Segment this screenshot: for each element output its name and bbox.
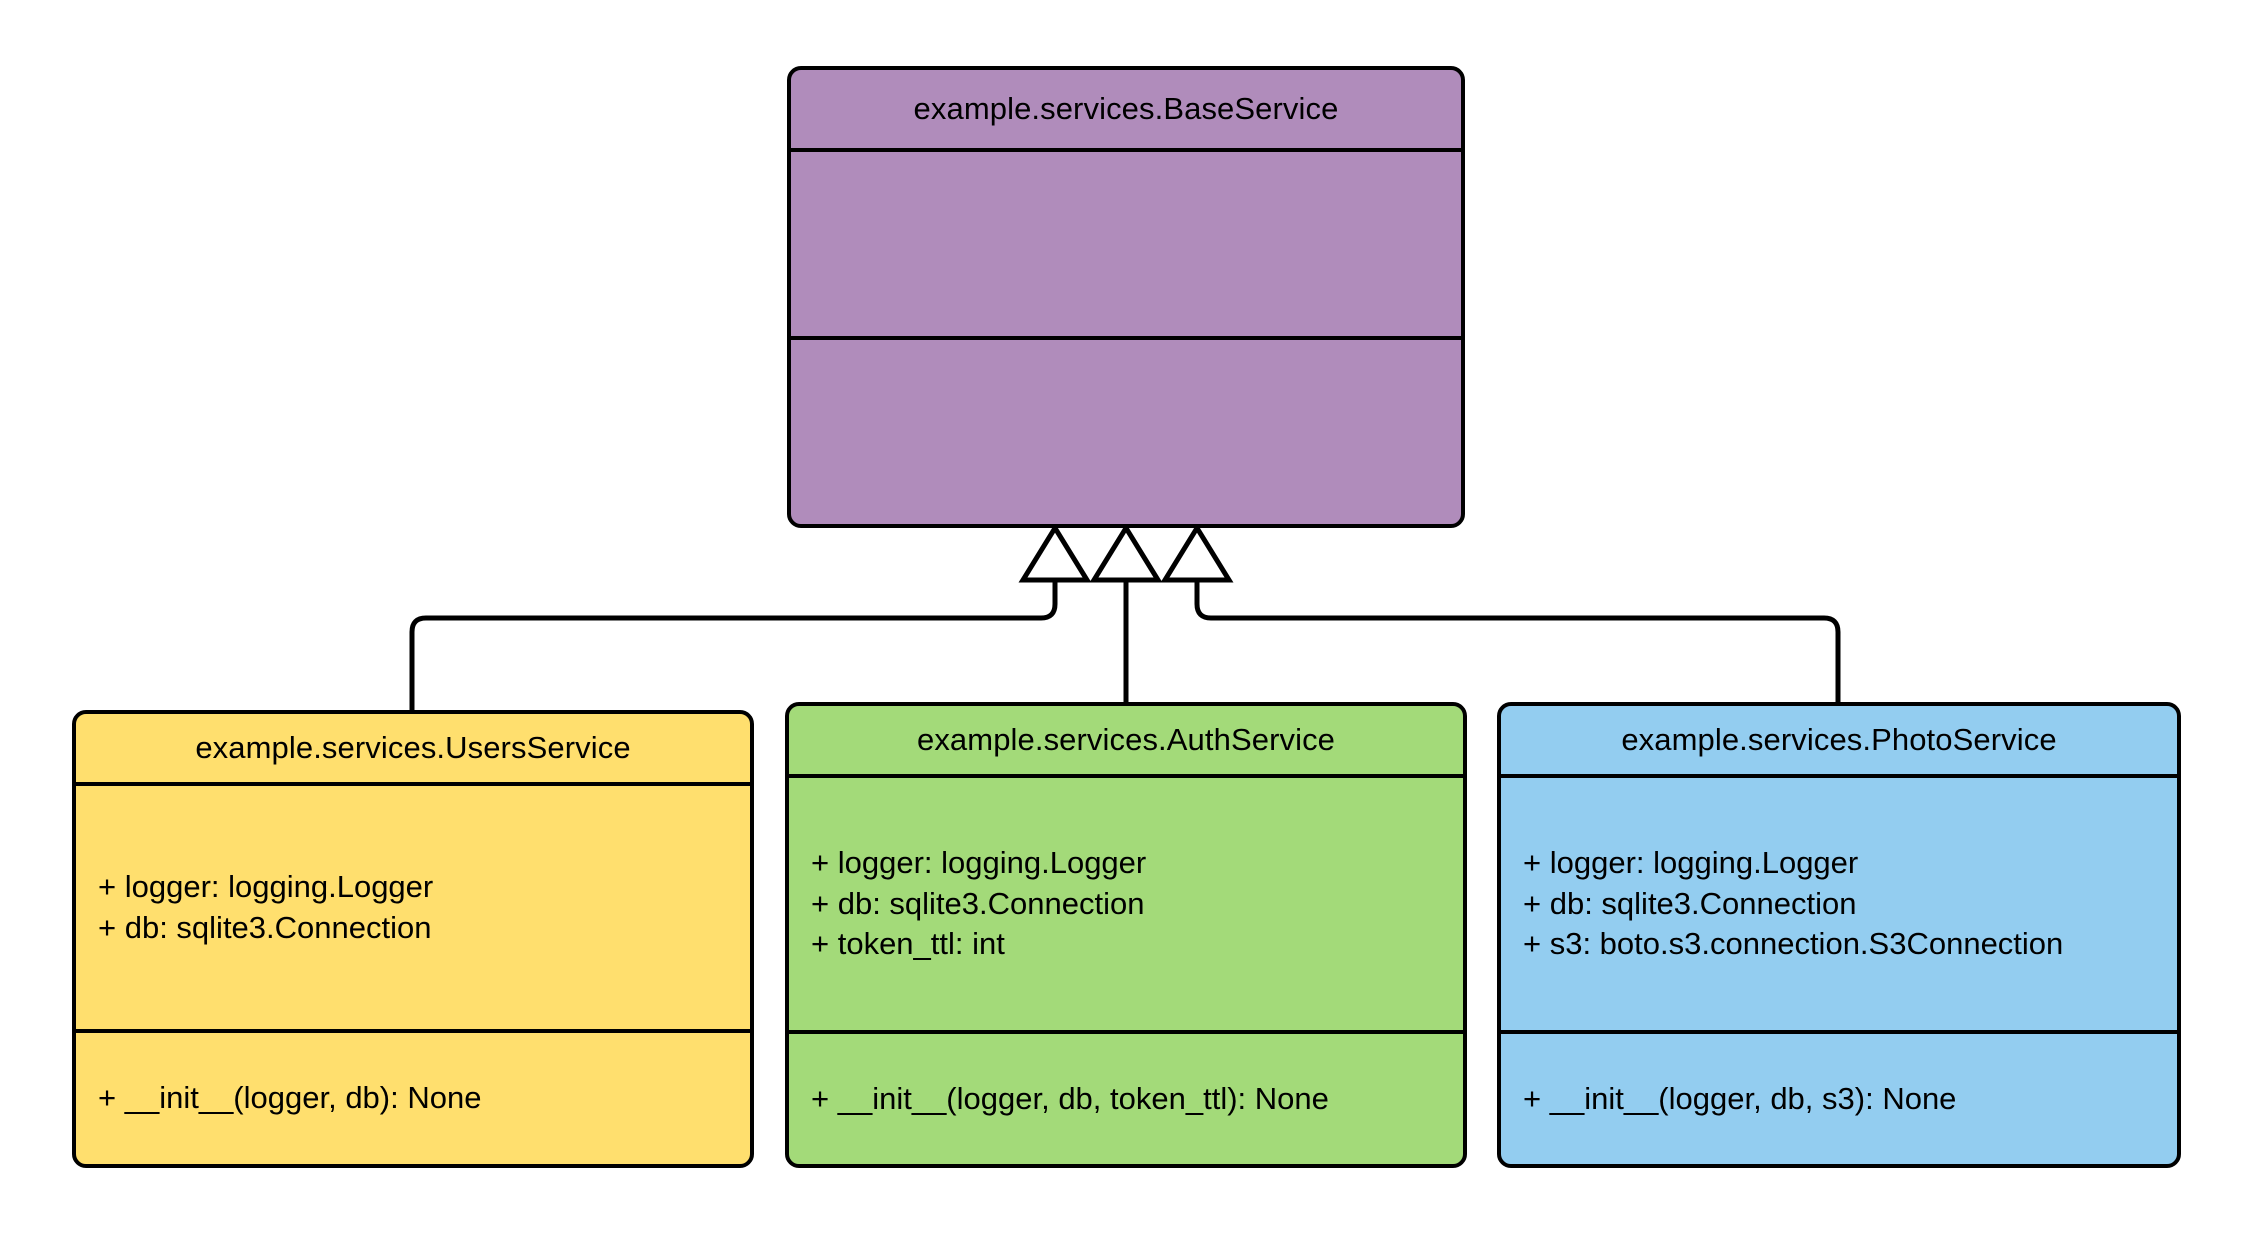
hollow-triangle-arrowhead-icon (1018, 523, 1092, 583)
attribute-row: + db: sqlite3.Connection (1523, 885, 1857, 921)
class-name-authservice: example.services.AuthService (916, 722, 1336, 758)
class-attributes-baseservice (791, 148, 1461, 336)
attribute-row: + logger: logging.Logger (811, 844, 1147, 880)
attribute-row: + s3: boto.s3.connection.S3Connection (1523, 926, 2064, 962)
class-attributes-authservice: + logger: logging.Logger + db: sqlite3.C… (789, 774, 1463, 1030)
class-methods-authservice: + __init__(logger, db, token_ttl): None (789, 1030, 1463, 1164)
class-name-baseservice: example.services.BaseService (913, 91, 1339, 127)
attribute-row: + db: sqlite3.Connection (811, 885, 1145, 921)
method-row: + __init__(logger, db, s3): None (1523, 1080, 1957, 1116)
attribute-row: + logger: logging.Logger (98, 868, 434, 904)
class-name-photoservice: example.services.PhotoService (1621, 722, 2057, 758)
method-row: + __init__(logger, db, token_ttl): None (811, 1080, 1329, 1116)
attribute-row: + logger: logging.Logger (1523, 844, 1859, 880)
class-methods-baseservice (791, 336, 1461, 524)
class-methods-photoservice: + __init__(logger, db, s3): None (1501, 1030, 2177, 1164)
attribute-row: + token_ttl: int (811, 926, 1005, 962)
generalization-authservice-to-baseservice (1089, 523, 1163, 702)
class-box-usersservice[interactable]: example.services.UsersService + logger: … (72, 710, 754, 1168)
method-row: + __init__(logger, db): None (98, 1080, 482, 1116)
class-name-usersservice: example.services.UsersService (195, 730, 631, 766)
generalization-photoservice-to-baseservice (1160, 523, 1841, 702)
class-attributes-usersservice: + logger: logging.Logger + db: sqlite3.C… (76, 782, 750, 1029)
hollow-triangle-arrowhead-icon (1160, 523, 1234, 583)
class-box-photoservice[interactable]: example.services.PhotoService + logger: … (1497, 702, 2181, 1168)
class-box-baseservice[interactable]: example.services.BaseService (787, 66, 1465, 528)
hollow-triangle-arrowhead-icon (1089, 523, 1163, 583)
generalization-usersservice-to-baseservice (409, 523, 1092, 710)
class-attributes-photoservice: + logger: logging.Logger + db: sqlite3.C… (1501, 774, 2177, 1030)
class-box-authservice[interactable]: example.services.AuthService + logger: l… (785, 702, 1467, 1168)
class-methods-usersservice: + __init__(logger, db): None (76, 1029, 750, 1164)
attribute-row: + db: sqlite3.Connection (98, 909, 432, 945)
